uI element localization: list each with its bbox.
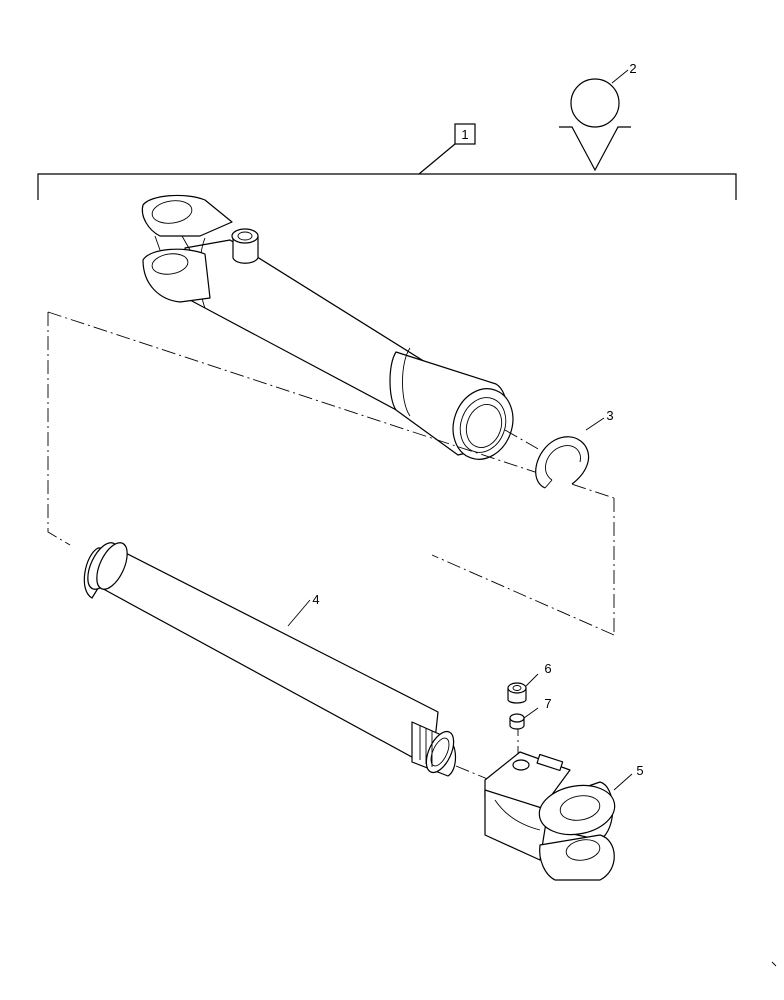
- retaining-ring-icon: 3: [535, 408, 614, 489]
- callout-7: 7: [544, 696, 551, 711]
- cylinder-barrel-icon: [141, 194, 514, 460]
- set-screw-icon: 6: [507, 661, 552, 704]
- ball-insert-icon: 7: [509, 696, 552, 730]
- callout-6: 6: [544, 661, 551, 676]
- callout-1: 1: [461, 127, 468, 142]
- centerlines: [47, 311, 615, 781]
- rod-end-clevis-icon: 5: [484, 751, 644, 881]
- assembly-bracket: 1: [37, 123, 737, 200]
- callout-3: 3: [606, 408, 613, 423]
- callout-2: 2: [629, 61, 636, 76]
- piston-rod-icon: 4: [83, 542, 457, 777]
- corner-mark: [771, 961, 777, 967]
- callout-4: 4: [312, 592, 319, 607]
- callout-5: 5: [636, 763, 643, 778]
- symbol-circle-icon: 2: [559, 61, 637, 172]
